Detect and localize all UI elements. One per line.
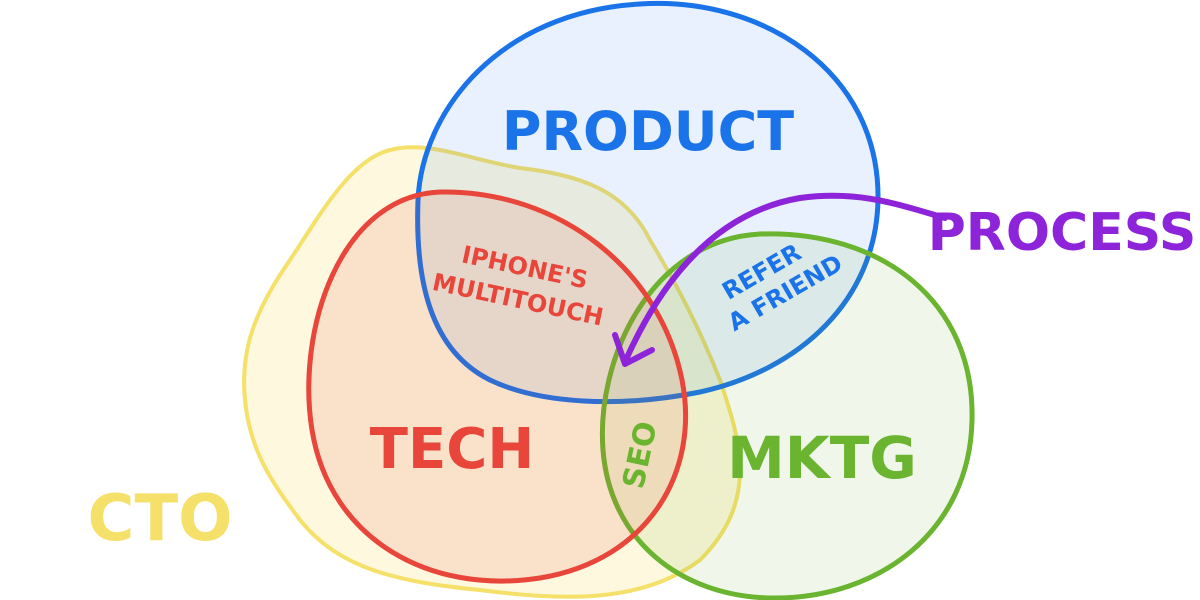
process-arrow-head: [612, 332, 655, 367]
product-circle: [415, 0, 881, 405]
mktg-circle: [599, 231, 975, 600]
mktg-label: MKTG: [727, 424, 917, 492]
cto-label: CTO: [87, 482, 232, 556]
tech-label: TECH: [370, 417, 534, 482]
process-arrow-line: [622, 192, 948, 365]
tech-circle: [306, 189, 688, 584]
process-label: PROCESS: [928, 203, 1197, 263]
product-label: PRODUCT: [502, 100, 794, 163]
